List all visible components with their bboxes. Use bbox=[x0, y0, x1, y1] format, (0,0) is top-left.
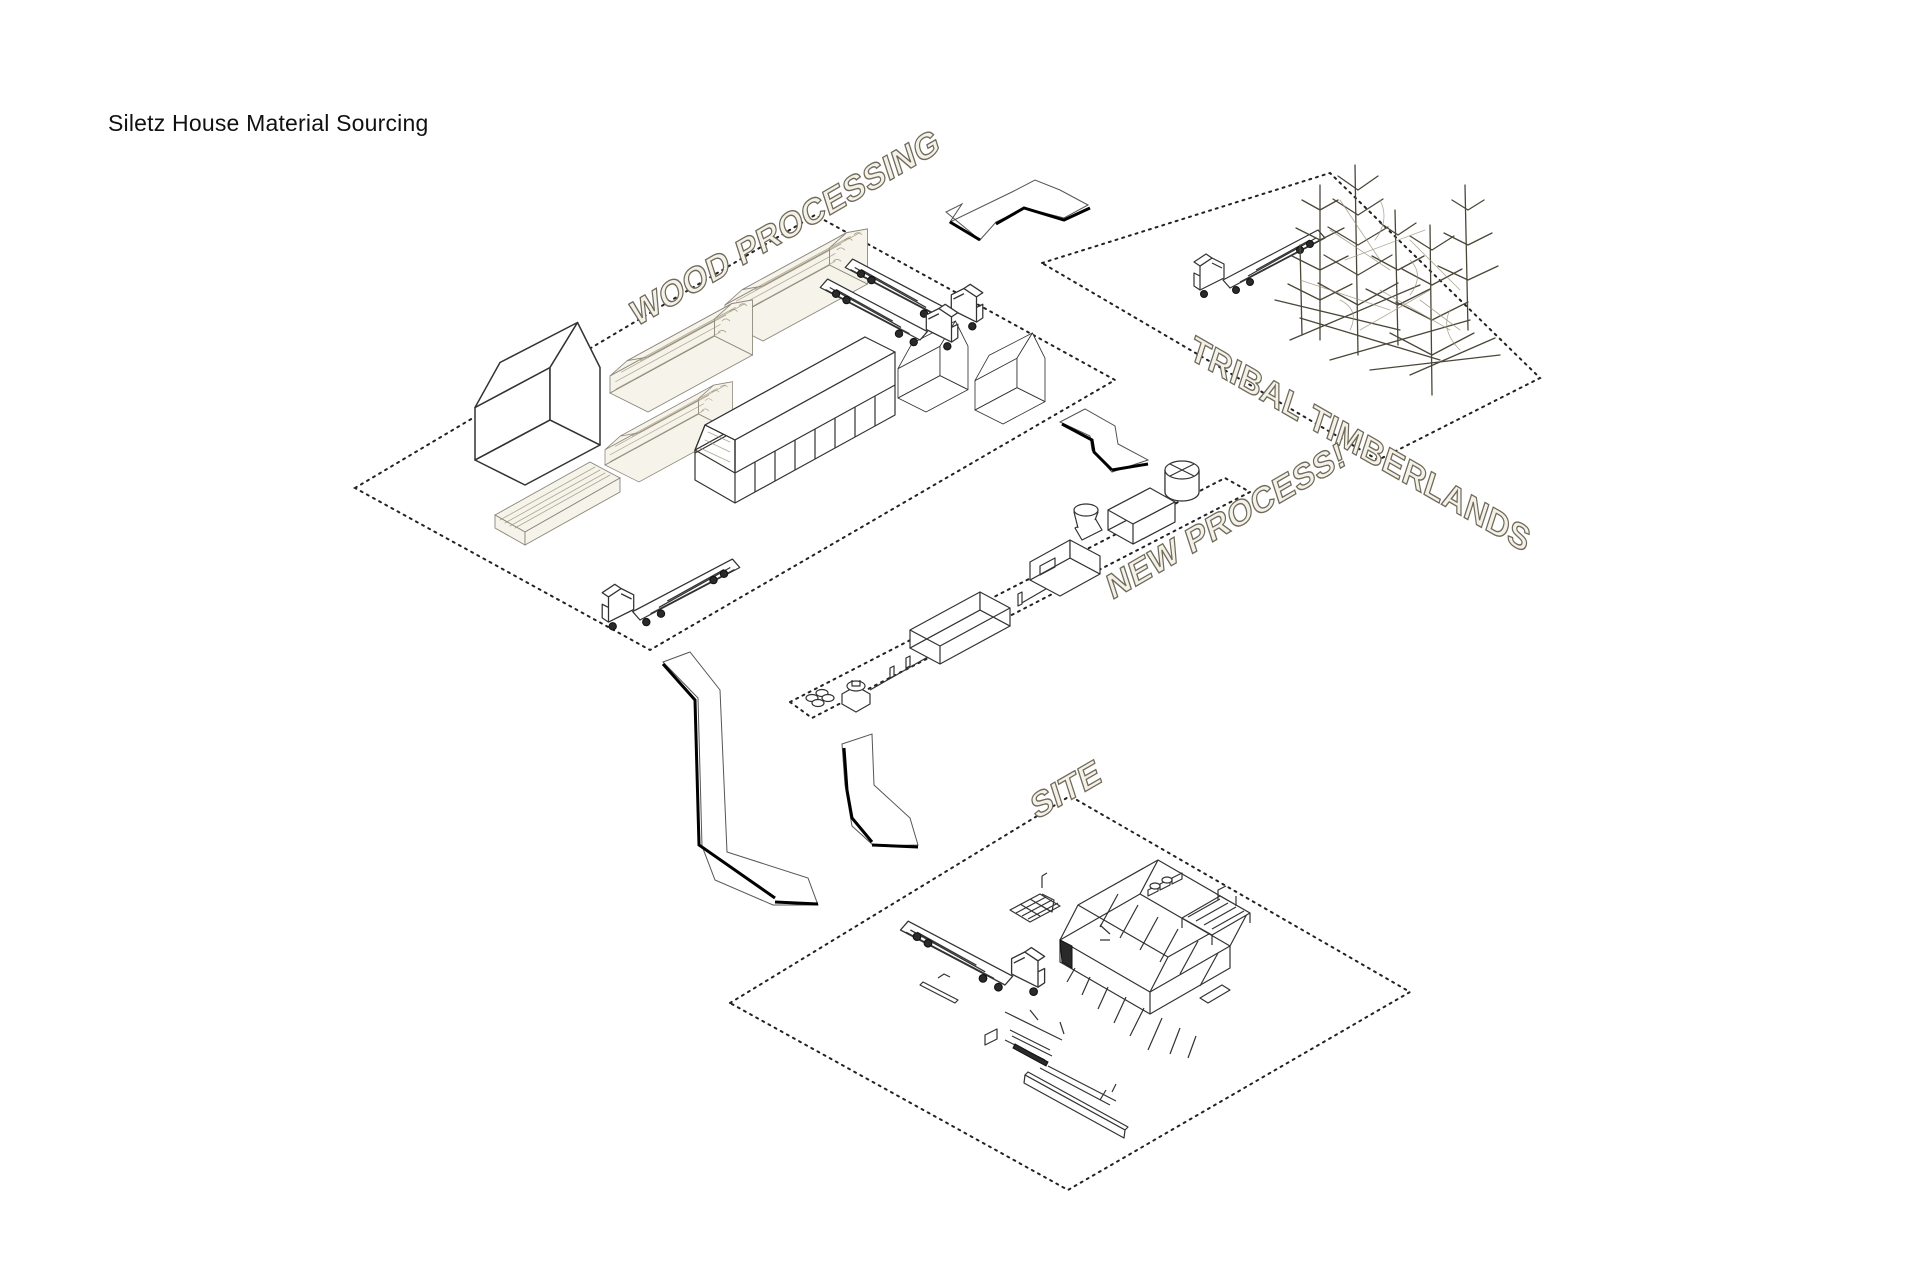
timberlands-contents bbox=[1193, 164, 1501, 396]
panel-table bbox=[1181, 885, 1251, 945]
site-log-truck bbox=[899, 920, 1046, 997]
timber-truck bbox=[1193, 229, 1326, 299]
open-barn bbox=[694, 336, 896, 504]
site-contents bbox=[899, 859, 1251, 1139]
framing-grid bbox=[1009, 872, 1061, 923]
tank-basin bbox=[909, 591, 1011, 665]
arrow-new-process-to-site bbox=[841, 733, 919, 849]
shed-right-2 bbox=[974, 332, 1046, 425]
new-process-zone-outline bbox=[788, 476, 1253, 720]
loose-members bbox=[919, 973, 1129, 1139]
log-truck-bottom bbox=[601, 558, 741, 631]
tree-cluster bbox=[1274, 164, 1501, 396]
wood-processing-zone-outline bbox=[352, 213, 1118, 652]
fixture-set bbox=[1147, 872, 1183, 897]
tribal-timberlands-zone-outline bbox=[1039, 171, 1542, 462]
arrow-wood-processing-to-new-process bbox=[1058, 408, 1150, 473]
bins-cluster bbox=[805, 688, 835, 708]
site-label: SITE bbox=[1027, 752, 1106, 827]
silo bbox=[1164, 460, 1200, 502]
new-process-contents bbox=[805, 460, 1200, 713]
arrow-wood-processing-to-site bbox=[661, 651, 819, 906]
wood-processing-contents bbox=[474, 228, 1046, 631]
truck-top-1 bbox=[844, 258, 984, 331]
diagram-title: Siletz House Material Sourcing bbox=[108, 110, 429, 136]
extruder bbox=[1029, 503, 1103, 597]
house-frame bbox=[1059, 859, 1249, 1059]
warehouse-left bbox=[474, 321, 601, 486]
mixer-box bbox=[1107, 487, 1176, 545]
lumber-stack bbox=[494, 461, 621, 546]
arrow-timberlands-to-wood-processing bbox=[945, 179, 1091, 242]
site-zone-outline bbox=[728, 794, 1412, 1192]
grinder bbox=[841, 680, 871, 713]
